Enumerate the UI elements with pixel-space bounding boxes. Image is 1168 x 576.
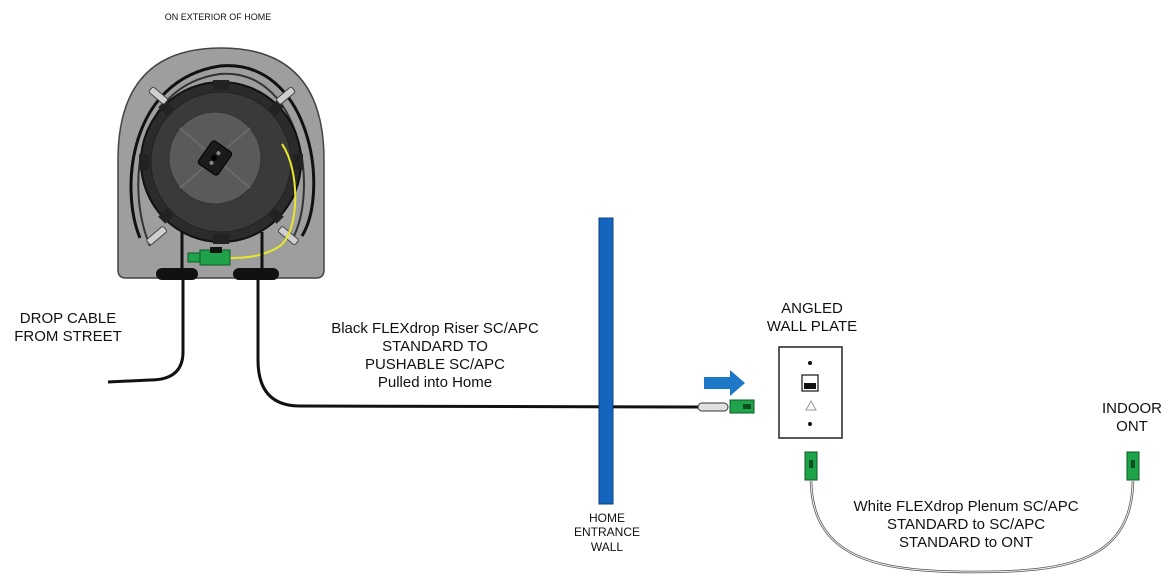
yellow-fiber: [229, 143, 297, 259]
grommet-left: [156, 268, 198, 280]
label-indoor-ont: INDOOR ONT: [1102, 400, 1162, 435]
enclosure-connector: [187, 252, 201, 263]
pushable-connector: [697, 399, 755, 414]
riser-cable: [256, 278, 699, 409]
drop-cable: [107, 278, 185, 384]
label-wall-plate: ANGLED WALL PLATE: [766, 300, 858, 335]
right-arrow-icon: [704, 370, 745, 396]
exterior-enclosure: [117, 47, 325, 280]
label-entrance-wall: HOME ENTRANCE WALL: [573, 511, 640, 554]
plenum-connector-right: [1126, 451, 1140, 481]
home-entrance-wall: [598, 217, 614, 505]
plenum-connector-left: [804, 451, 818, 481]
label-drop-cable: DROP CABLE FROM STREET: [14, 310, 122, 345]
label-riser: Black FLEXdrop Riser SC/APC STANDARD TO …: [331, 320, 539, 391]
label-exterior: ON EXTERIOR OF HOME: [164, 12, 272, 22]
grommet-right: [233, 268, 279, 280]
angled-wall-plate: [778, 346, 843, 439]
label-plenum: White FLEXdrop Plenum SC/APC STANDARD to…: [853, 498, 1079, 551]
